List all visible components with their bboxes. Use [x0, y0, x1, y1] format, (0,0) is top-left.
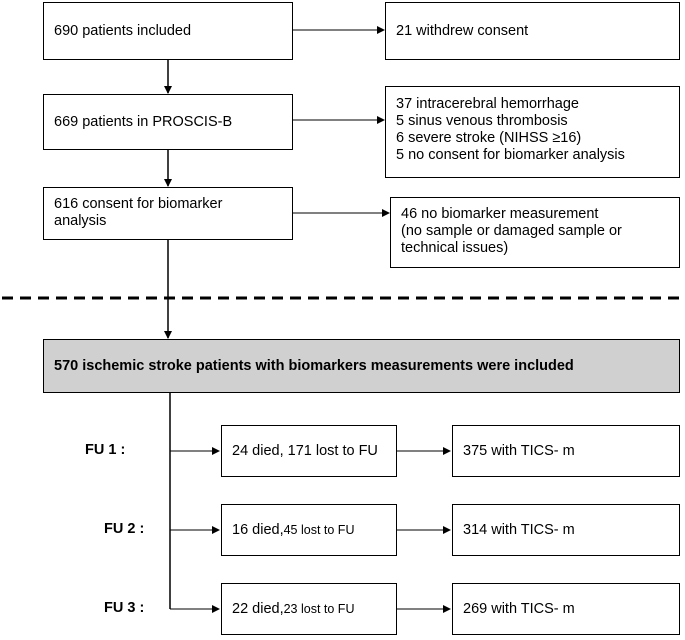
box-fu1-losses: 24 died, 171 lost to FU	[221, 425, 397, 477]
box-fu3-losses: 22 died, 23 lost to FU	[221, 583, 397, 635]
proscis-b-text: 669 patients in PROSCIS-B	[54, 113, 233, 130]
fu2-label: FU 2 :	[104, 521, 145, 537]
box-no-biomarker-measurement: 46 no biomarker measurement (no sample o…	[390, 197, 680, 268]
box-fu2-result: 314 with TICS- m	[452, 504, 680, 556]
no-measurement-line: technical issues)	[401, 240, 509, 256]
fu3-losses-text: 22 died,	[232, 600, 284, 617]
consent-biomarker-line: analysis	[54, 213, 107, 229]
fu3-losses-suffix: 23 lost to FU	[283, 601, 355, 616]
box-fu2-losses: 16 died, 45 lost to FU	[221, 504, 397, 556]
box-proscis-b: 669 patients in PROSCIS-B	[43, 94, 293, 150]
box-fu3-result: 269 with TICS- m	[452, 583, 680, 635]
exclusion-item: 5 sinus venous thrombosis	[396, 113, 568, 129]
fu1-label: FU 1 :	[85, 442, 126, 458]
box-withdrew-consent: 21 withdrew consent	[385, 2, 680, 60]
no-measurement-line: 46 no biomarker measurement	[401, 206, 599, 222]
no-measurement-line: (no sample or damaged sample or	[401, 223, 622, 239]
box-fu1-result: 375 with TICS- m	[452, 425, 680, 477]
withdrew-consent-text: 21 withdrew consent	[396, 22, 529, 39]
patients-included-text: 690 patients included	[54, 22, 192, 39]
fu3-result-text: 269 with TICS- m	[463, 600, 575, 617]
fu2-result-text: 314 with TICS- m	[463, 521, 575, 538]
fu2-losses-suffix: 45 lost to FU	[283, 522, 355, 537]
fu2-losses-text: 16 died,	[232, 521, 284, 538]
consent-biomarker-line: 616 consent for biomarker	[54, 196, 223, 212]
exclusion-item: 6 severe stroke (NIHSS ≥16)	[396, 130, 582, 146]
fu1-losses-text: 24 died, 171 lost to FU	[232, 442, 378, 459]
final-cohort-text: 570 ischemic stroke patients with biomar…	[54, 357, 574, 374]
box-exclusions: 37 intracerebral hemorrhage 5 sinus veno…	[385, 86, 680, 178]
fu3-label: FU 3 :	[104, 600, 145, 616]
box-final-cohort: 570 ischemic stroke patients with biomar…	[43, 339, 680, 393]
box-patients-included: 690 patients included	[43, 2, 293, 60]
exclusion-item: 5 no consent for biomarker analysis	[396, 147, 625, 163]
exclusion-item: 37 intracerebral hemorrhage	[396, 96, 579, 112]
box-consent-biomarker: 616 consent for biomarker analysis	[43, 187, 293, 240]
fu1-result-text: 375 with TICS- m	[463, 442, 575, 459]
